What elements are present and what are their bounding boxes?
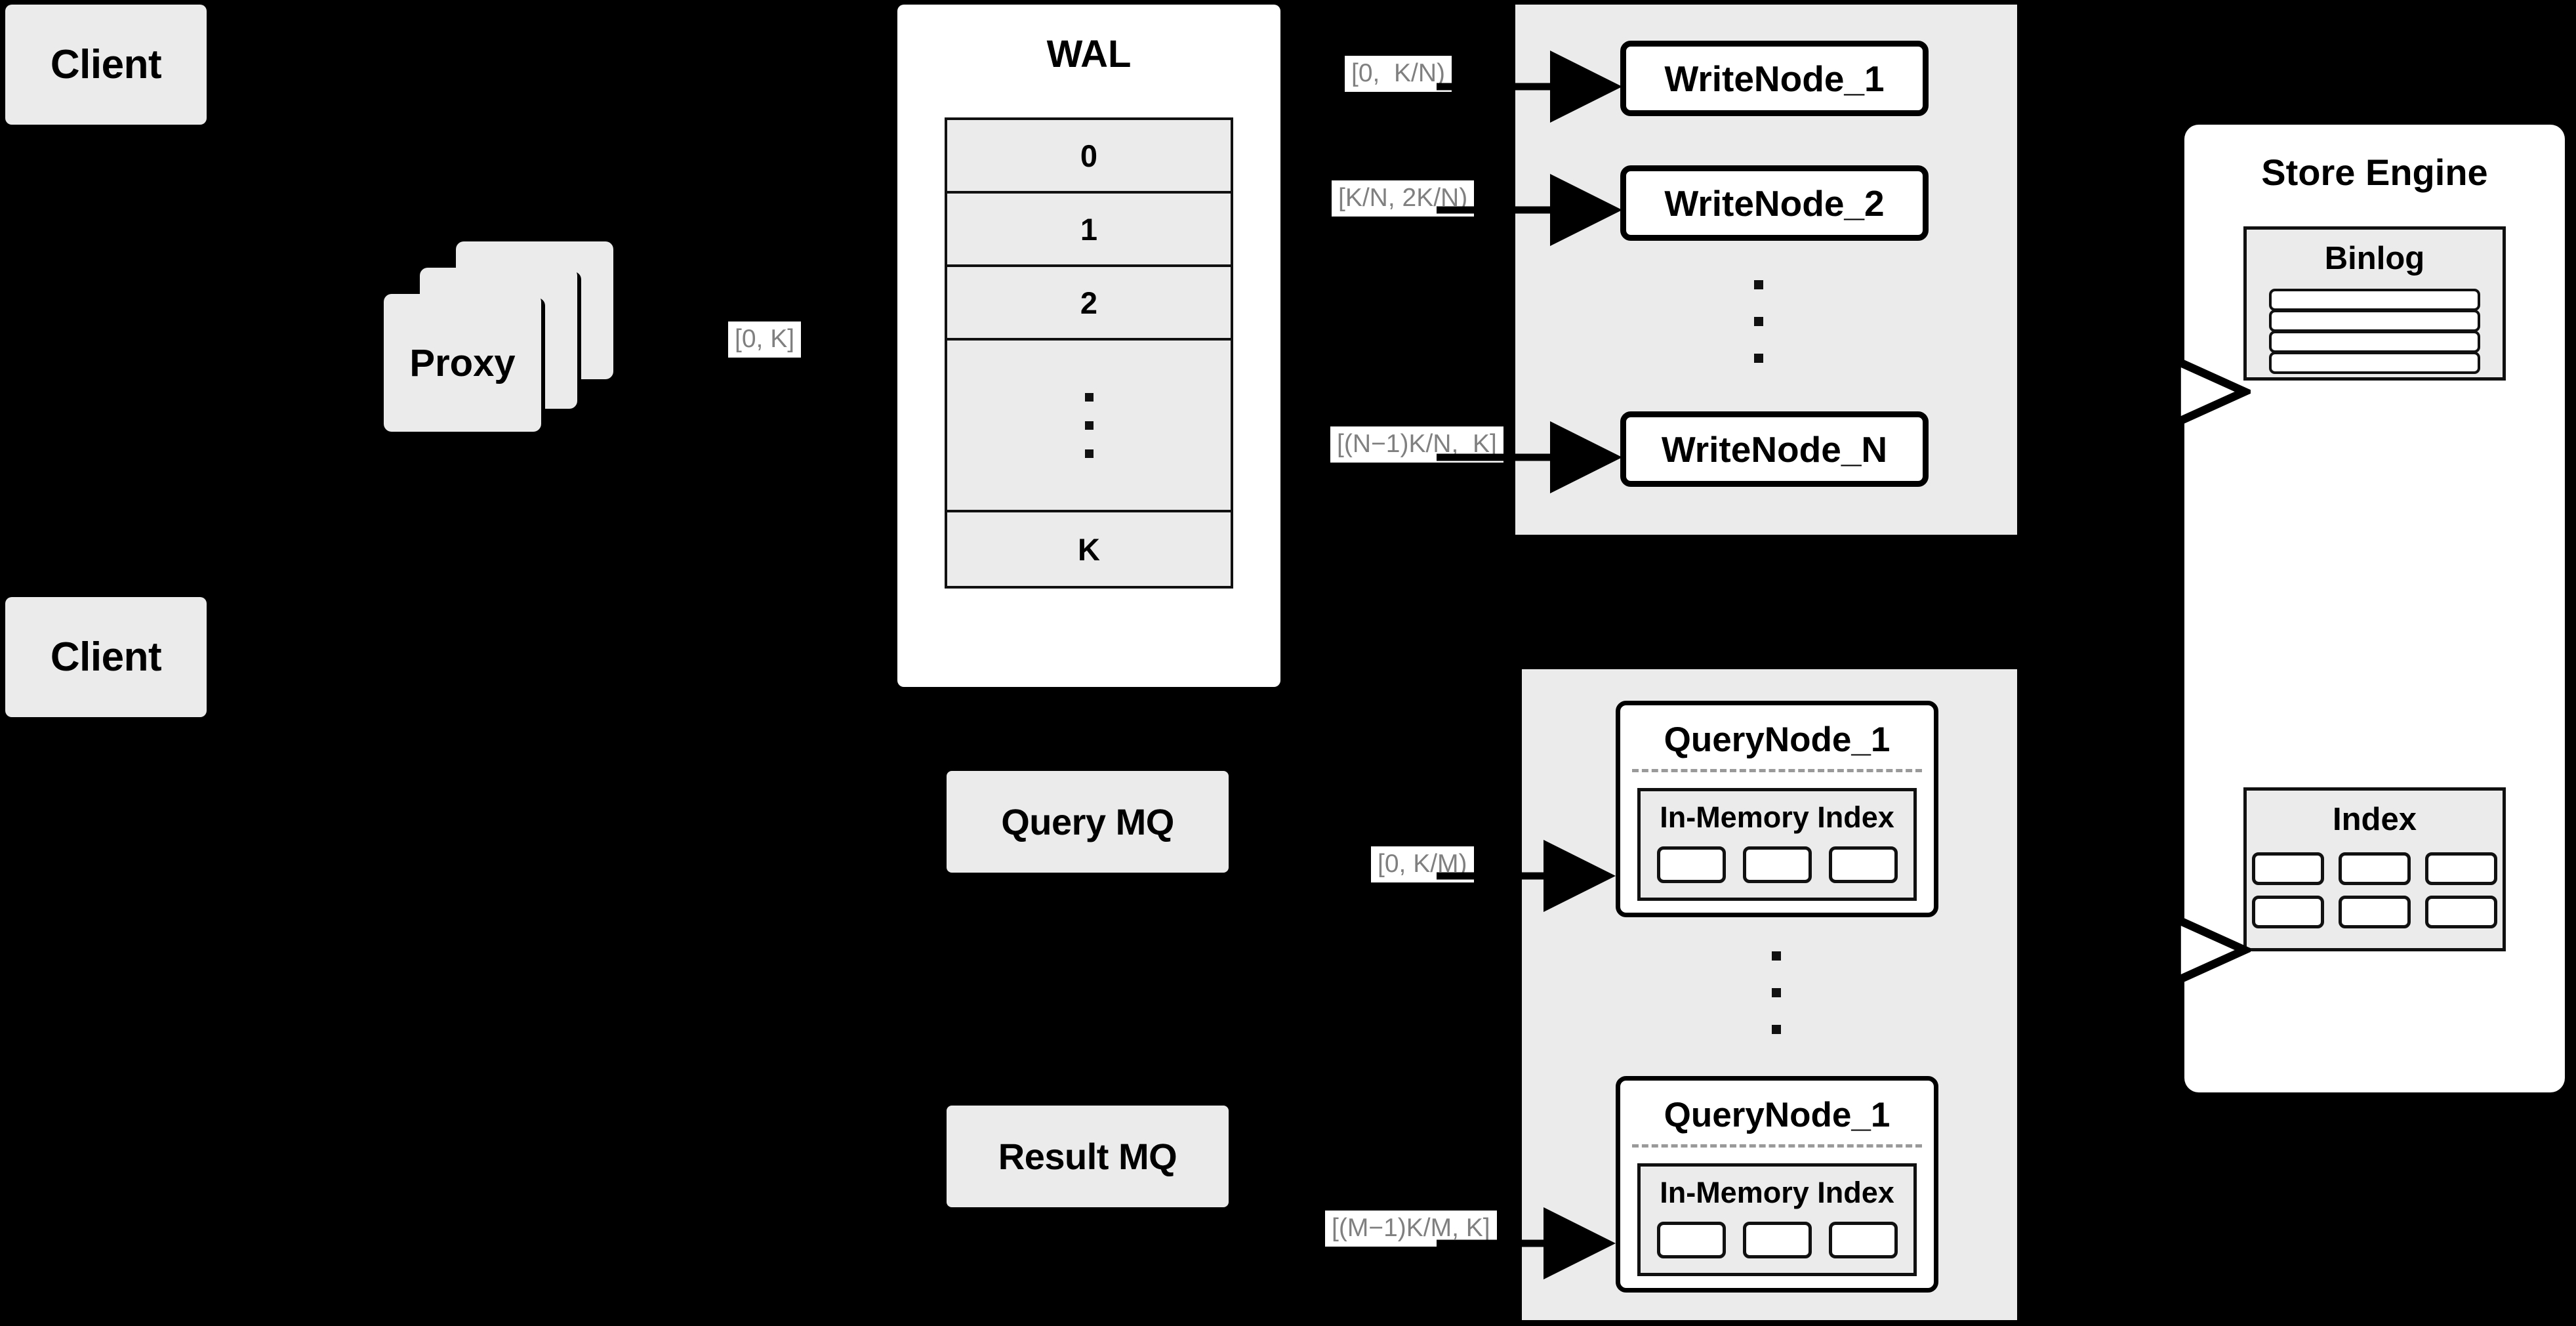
ellipsis-dot [1772, 1025, 1781, 1034]
write-node-n[interactable]: WriteNode_N [1620, 411, 1929, 487]
query-node-m-memory-cells [1641, 1222, 1913, 1258]
binlog-panel: Binlog [2243, 226, 2506, 381]
wal-cell-k: K [947, 512, 1231, 586]
write-node-n-label: WriteNode_N [1661, 428, 1888, 470]
binlog-title: Binlog [2324, 241, 2425, 276]
binlog-row [2269, 310, 2480, 332]
binlog-row [2269, 331, 2480, 353]
query-node-1-range-label: [0, K/M) [1371, 846, 1474, 882]
memory-index-cell [1828, 1222, 1898, 1258]
write-node-cluster: WriteNode_1 WriteNode_2 WriteNode_N [1515, 5, 2017, 535]
ellipsis-dot [1084, 421, 1094, 430]
proxy-stack[interactable]: Proxy [384, 241, 620, 438]
memory-index-cell [1656, 1222, 1726, 1258]
client-box-2[interactable]: Client [5, 597, 207, 717]
client-box-1[interactable]: Client [5, 5, 207, 125]
query-node-1-label: QueryNode_1 [1664, 720, 1891, 759]
write-node-1-label: WriteNode_1 [1664, 58, 1885, 99]
query-node-1[interactable]: QueryNode_1 In-Memory Index [1616, 701, 1938, 917]
ellipsis-dot [1754, 317, 1763, 326]
write-node-2-label: WriteNode_2 [1664, 182, 1885, 224]
ellipsis-dot [1772, 951, 1781, 961]
memory-index-cell [1742, 1222, 1812, 1258]
index-panel: Index [2243, 787, 2506, 951]
query-mq-box[interactable]: Query MQ [947, 771, 1229, 873]
query-node-1-memory-index: In-Memory Index [1637, 788, 1917, 901]
ellipsis-dot [1754, 354, 1763, 363]
query-node-1-memory-index-title: In-Memory Index [1660, 800, 1894, 834]
wal-title: WAL [1046, 33, 1132, 75]
ellipsis-dot [1754, 280, 1763, 289]
query-node-m-memory-index: In-Memory Index [1637, 1163, 1917, 1276]
write-node-2[interactable]: WriteNode_2 [1620, 165, 1929, 241]
query-node-1-divider [1632, 769, 1922, 772]
write-cluster-ellipsis [1754, 280, 1763, 363]
index-cell [2252, 896, 2324, 928]
write-node-1[interactable]: WriteNode_1 [1620, 41, 1929, 116]
wal-cell-list: 0 1 2 K [945, 117, 1233, 589]
query-node-m-divider [1632, 1144, 1922, 1148]
client-label-2: Client [50, 634, 162, 680]
memory-index-cell [1742, 846, 1812, 883]
store-engine-panel: Store Engine Binlog Index [2184, 125, 2565, 1092]
wal-panel: WAL 0 1 2 K [897, 5, 1280, 687]
index-title: Index [2333, 802, 2417, 837]
query-node-m-range-label: [(M−1)K/M, K] [1325, 1211, 1497, 1247]
ellipsis-dot [1772, 988, 1781, 997]
memory-index-cell [1828, 846, 1898, 883]
query-mq-label: Query MQ [1001, 801, 1174, 842]
wal-cell-2: 2 [947, 267, 1231, 341]
write-node-2-range-label: [K/N, 2K/N) [1332, 180, 1475, 217]
wal-cell-1: 1 [947, 194, 1231, 267]
query-node-1-memory-cells [1641, 846, 1913, 883]
memory-index-cell [1656, 846, 1726, 883]
index-cells [2247, 852, 2503, 928]
binlog-row [2269, 289, 2480, 311]
query-node-m-label: QueryNode_1 [1664, 1096, 1891, 1134]
proxy-label: Proxy [409, 341, 516, 384]
wal-ellipsis [947, 341, 1231, 512]
result-mq-label: Result MQ [998, 1136, 1177, 1177]
write-node-n-range-label: [(N−1)K/N, K] [1330, 426, 1503, 463]
index-cell [2252, 852, 2324, 885]
index-cell [2425, 896, 2497, 928]
write-node-1-range-label: [0, K/N) [1345, 56, 1452, 92]
proxy-range-label: [0, K] [728, 321, 802, 358]
query-node-cluster: QueryNode_1 In-Memory Index QueryNode_1 … [1522, 669, 2017, 1320]
query-node-m-memory-index-title: In-Memory Index [1660, 1176, 1894, 1209]
ellipsis-dot [1084, 392, 1094, 402]
query-node-m[interactable]: QueryNode_1 In-Memory Index [1616, 1076, 1938, 1293]
binlog-rows [2247, 289, 2503, 374]
binlog-row [2269, 352, 2480, 374]
ellipsis-dot [1084, 449, 1094, 458]
index-cell [2425, 852, 2497, 885]
client-label-1: Client [50, 42, 162, 87]
result-mq-box[interactable]: Result MQ [947, 1106, 1229, 1207]
store-engine-title: Store Engine [2261, 152, 2488, 193]
proxy-card-front[interactable]: Proxy [384, 294, 541, 432]
wal-cell-0: 0 [947, 120, 1231, 194]
index-cell [2339, 896, 2411, 928]
index-cell [2339, 852, 2411, 885]
query-cluster-ellipsis [1772, 951, 1781, 1034]
